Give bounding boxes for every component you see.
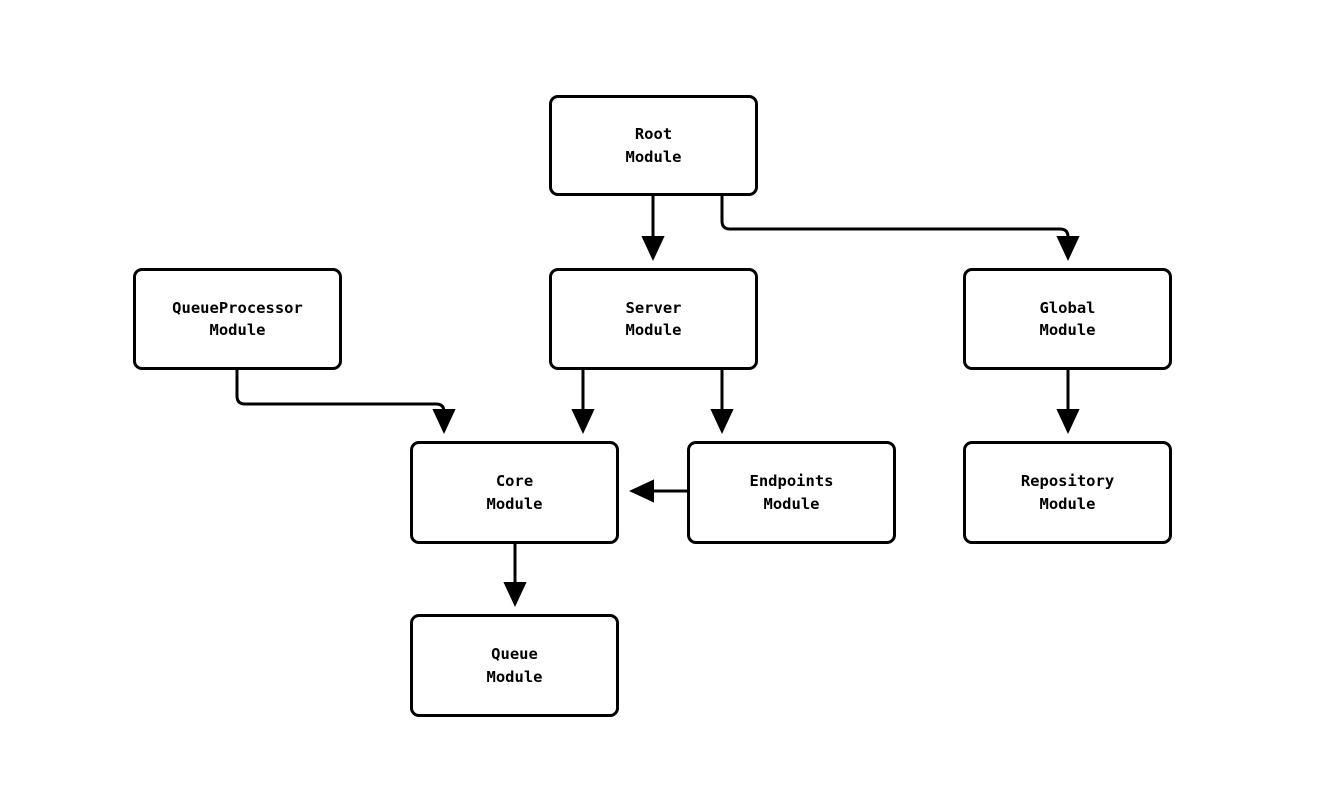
node-label-core: Core Module bbox=[486, 472, 543, 513]
node-label-repository: Repository Module bbox=[1020, 472, 1115, 513]
edge-root-to-global bbox=[720, 196, 1080, 261]
node-core[interactable]: Core Module bbox=[410, 441, 619, 544]
node-label-endpoints: Endpoints Module bbox=[749, 472, 834, 513]
edge-queueprocessor-to-core bbox=[235, 370, 456, 434]
node-endpoints[interactable]: Endpoints Module bbox=[687, 441, 896, 544]
node-label-server: Server Module bbox=[625, 298, 682, 339]
node-server[interactable]: Server Module bbox=[549, 268, 758, 370]
node-repository[interactable]: Repository Module bbox=[963, 441, 1172, 544]
node-label-queue: Queue Module bbox=[486, 645, 543, 686]
node-queue[interactable]: Queue Module bbox=[410, 614, 619, 717]
node-label-root: Root Module bbox=[625, 125, 682, 166]
node-root[interactable]: Root Module bbox=[549, 95, 758, 196]
node-label-queueprocessor: QueueProcessor Module bbox=[172, 298, 303, 339]
node-label-global: Global Module bbox=[1039, 298, 1096, 339]
node-queueprocessor[interactable]: QueueProcessor Module bbox=[133, 268, 342, 370]
node-global[interactable]: Global Module bbox=[963, 268, 1172, 370]
